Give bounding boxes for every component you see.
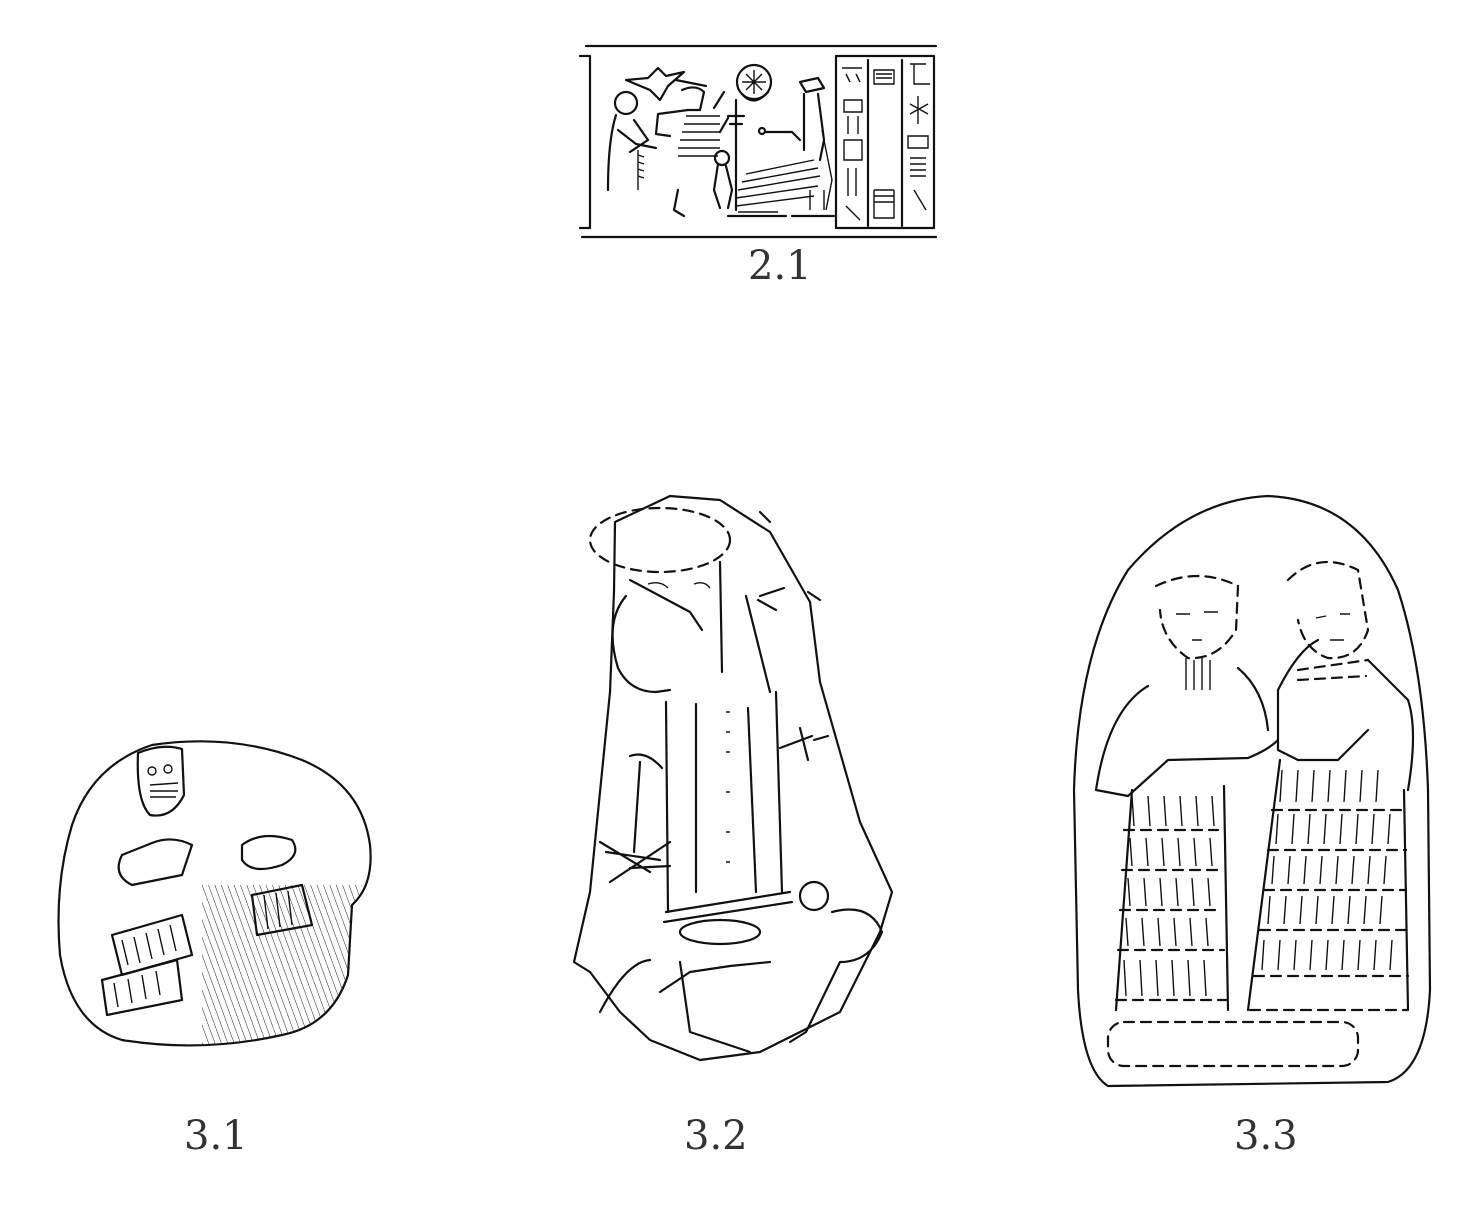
figure-label-3-2: 3.2 — [684, 1113, 748, 1159]
figure-label-3-1: 3.1 — [184, 1113, 248, 1159]
figure-3-1 — [52, 735, 372, 1055]
figure-label-3-3: 3.3 — [1234, 1113, 1298, 1159]
cylinder-seal-drawing — [578, 44, 938, 239]
stele-fragment-drawing — [572, 494, 894, 1062]
figure-2-1 — [578, 40, 940, 242]
figure-3-3 — [1068, 490, 1434, 1090]
figure-label-2-1: 2.1 — [748, 243, 812, 289]
figure-3-2 — [570, 492, 905, 1064]
relief-fragment-drawing — [57, 740, 372, 1047]
stele-two-figures-drawing — [1072, 494, 1432, 1088]
